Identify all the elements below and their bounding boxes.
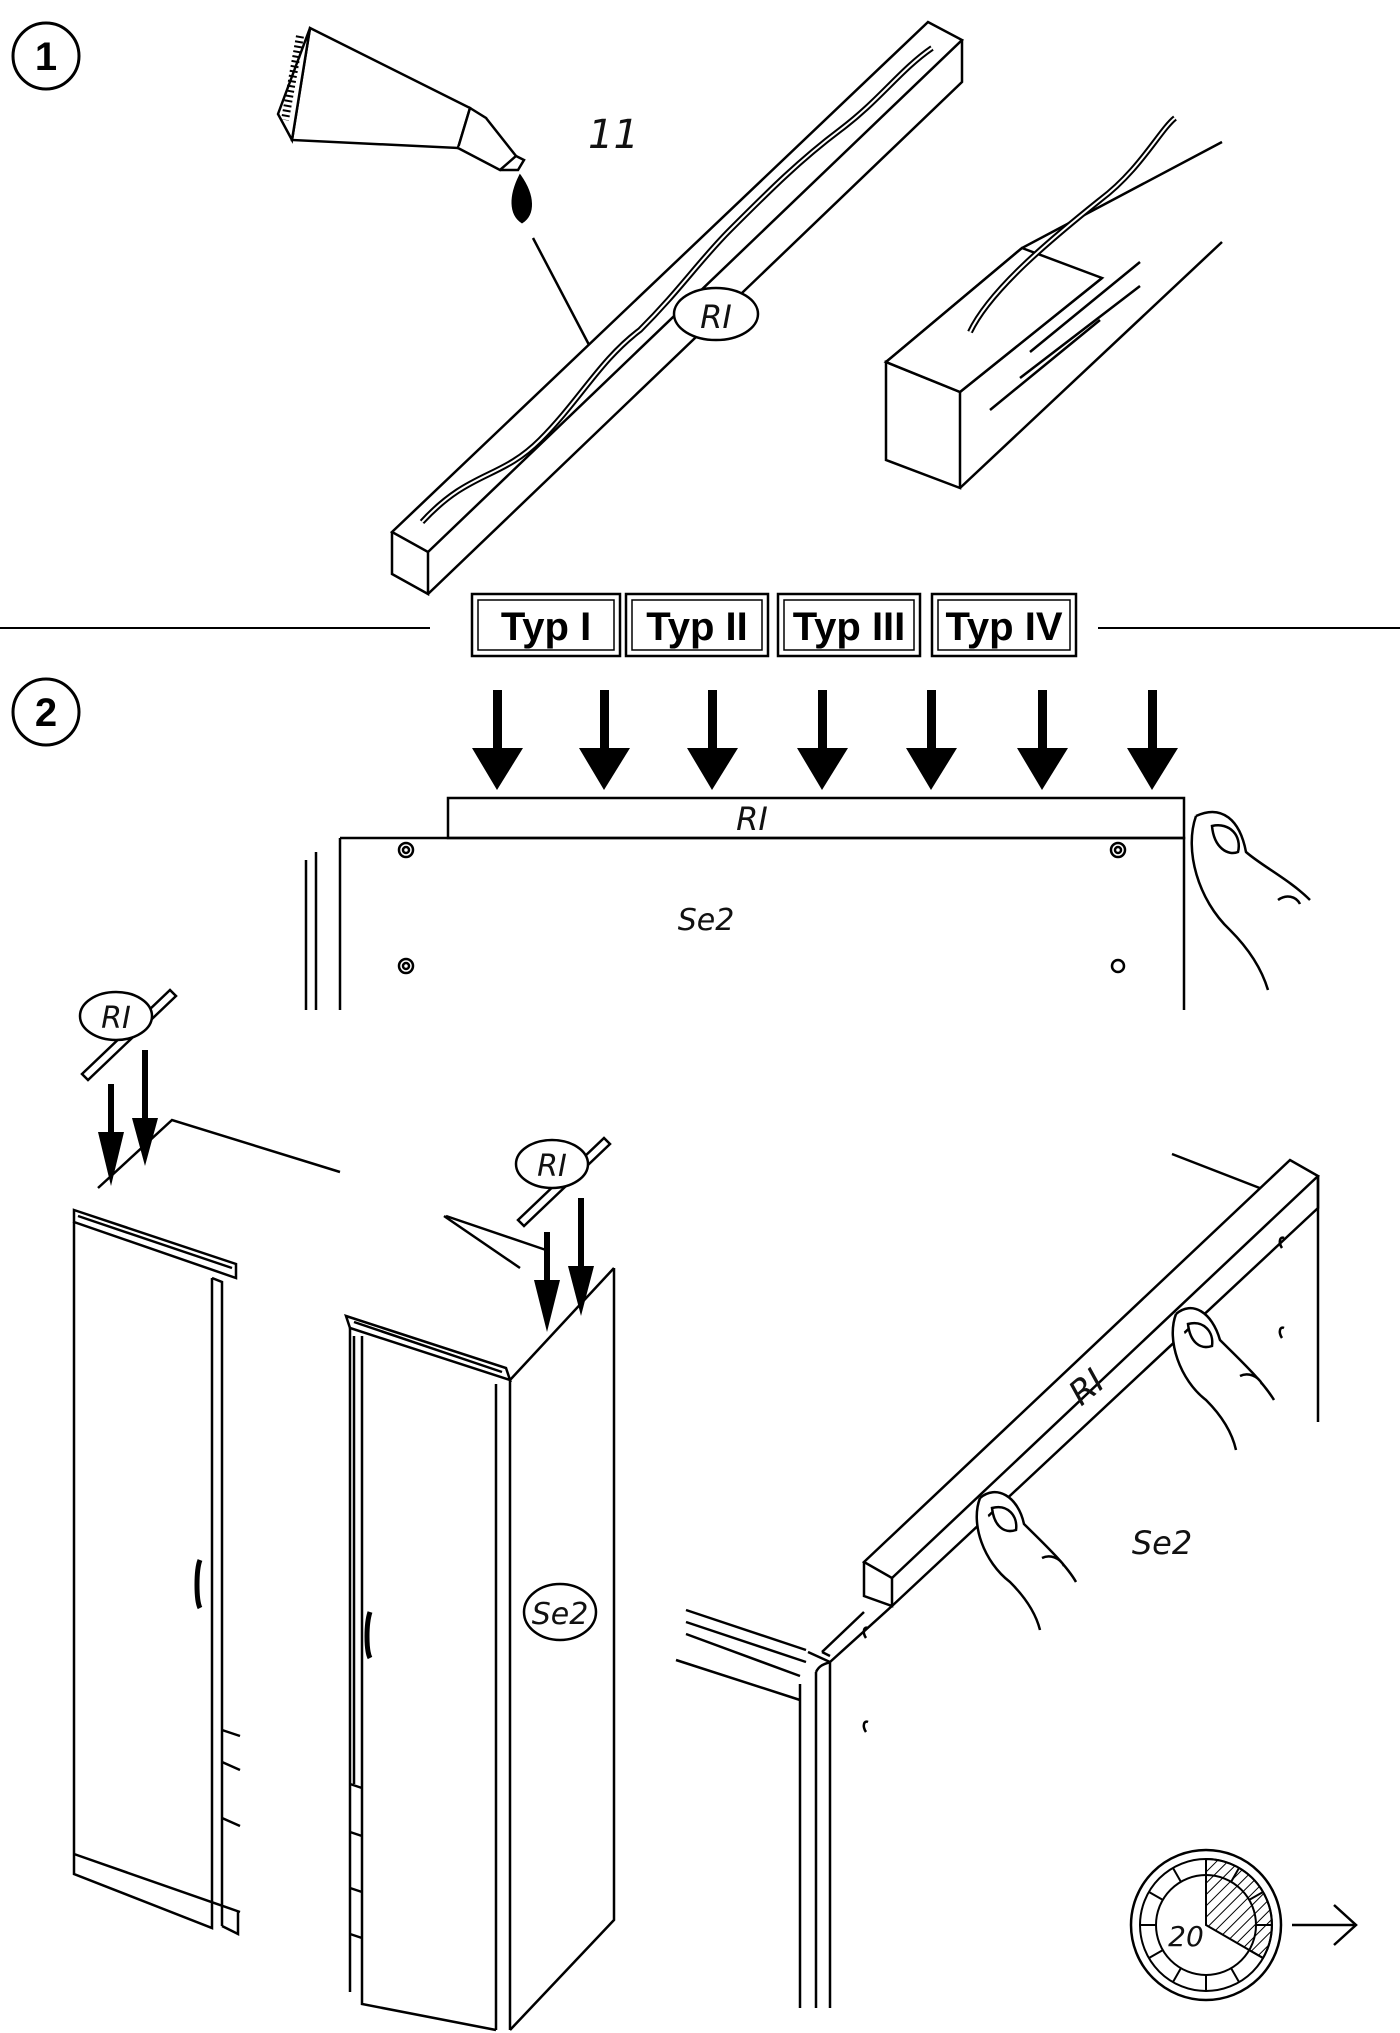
type-label-4: Typ IV — [945, 605, 1062, 649]
down-arrow-icon — [472, 690, 523, 790]
type-label-2: Typ II — [646, 605, 747, 649]
down-arrow-icon — [98, 1050, 158, 1186]
rail-label-left: RI — [101, 1001, 131, 1036]
type-box-3 — [776, 592, 922, 658]
rail-label-bubble-left — [78, 990, 154, 1042]
down-arrow-icon — [687, 690, 738, 790]
wardrobe-right-illustration — [344, 1214, 616, 2032]
type-label-3: Typ III — [793, 605, 906, 649]
timer-clock-icon: 20 — [1129, 1848, 1283, 2002]
side-panel-label-bubble — [522, 1582, 598, 1642]
rail-label-bubble — [672, 286, 760, 342]
type-header: Typ I Typ II Typ III Typ IV — [0, 592, 1400, 658]
front-view-illustration — [304, 796, 1186, 1010]
type-box-4 — [930, 592, 1078, 658]
rail-label-right: RI — [537, 1149, 567, 1184]
rail-label: RI — [700, 298, 732, 336]
down-arrow-icon — [1017, 690, 1068, 790]
rail-glue-illustration — [389, 20, 965, 597]
finger-icon — [1190, 810, 1311, 991]
type-box-1 — [470, 592, 622, 658]
finger-icon — [1171, 1307, 1276, 1451]
rail-install-detail-illustration — [675, 1152, 1321, 2008]
type-box-2 — [624, 592, 770, 658]
rail-insert-right: RI — [514, 1136, 612, 1332]
side-panel-label-front: Se2 — [678, 903, 735, 938]
rail-insert-left: RI — [78, 988, 178, 1186]
side-panel-label-detail: Se2 — [1132, 1524, 1192, 1562]
step-2-number: 2 — [35, 691, 57, 735]
glue-part-number: 11 — [588, 112, 639, 158]
wardrobe-left-illustration — [72, 1118, 547, 1937]
step-2-badge — [11, 677, 81, 747]
down-arrow-icon — [1127, 690, 1178, 790]
down-arrow-icon — [579, 690, 630, 790]
step-1-section: 1 11 RI — [11, 20, 1223, 597]
press-arrows — [472, 690, 1178, 790]
timer-minutes: 20 — [1168, 1920, 1204, 1953]
glue-pointer-line — [531, 237, 600, 363]
step-1-number: 1 — [35, 35, 57, 79]
down-arrow-icon — [906, 690, 957, 790]
next-page-arrow-icon — [1292, 1904, 1358, 1946]
step-1-badge — [11, 21, 81, 91]
down-arrow-icon — [534, 1198, 594, 1332]
side-panel-label-cabinet: Se2 — [532, 1597, 589, 1632]
rail-label-bubble-right — [514, 1138, 590, 1190]
finger-icon — [975, 1491, 1078, 1631]
down-arrow-icon — [797, 690, 848, 790]
type-label-1: Typ I — [501, 605, 591, 649]
glue-tube-icon — [276, 26, 532, 224]
step-2-section: 2 RI Se2 — [11, 677, 1358, 2032]
rail-label-front: RI — [736, 800, 768, 838]
rail-detail-illustration — [883, 115, 1223, 490]
